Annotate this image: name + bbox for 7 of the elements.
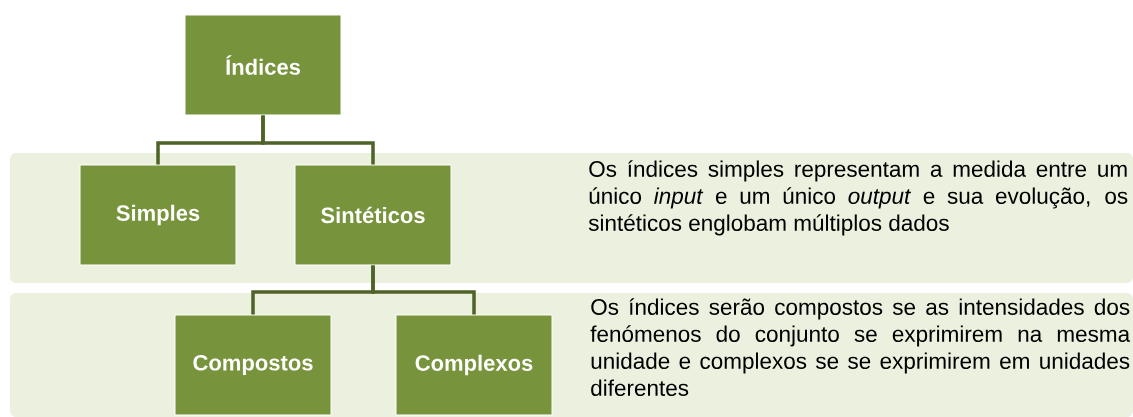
connector-line — [261, 115, 375, 165]
category-box: Sintéticos — [294, 164, 452, 266]
category-box: Simples — [79, 164, 237, 266]
category-box: Compostos — [174, 314, 332, 416]
category-box: Índices — [184, 14, 342, 116]
connector-line — [371, 265, 476, 315]
category-box: Complexos — [395, 314, 553, 416]
